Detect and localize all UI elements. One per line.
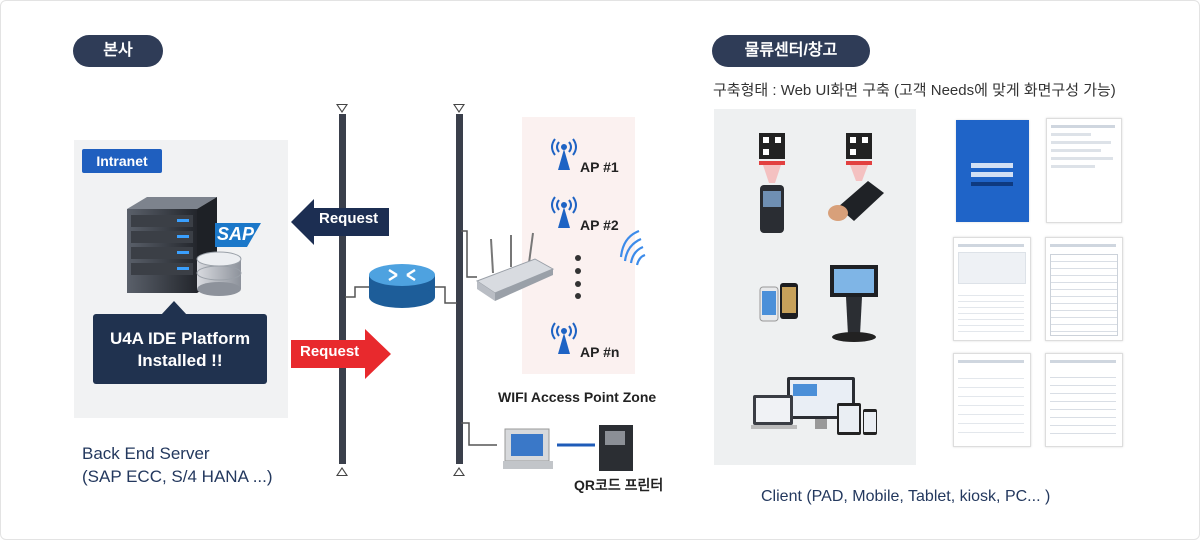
form-screen-mockup xyxy=(1046,118,1122,223)
network-line-2 xyxy=(456,114,463,464)
pc-tablet-devices-icon xyxy=(751,377,877,435)
request-in-arrow xyxy=(291,199,389,245)
server-caption: Back End Server (SAP ECC, S/4 HANA ...) xyxy=(82,442,273,488)
more-aps-dots-icon xyxy=(575,255,581,299)
logistics-badge: 물류센터/창고 xyxy=(712,35,870,67)
table-screen-mockup-2 xyxy=(1045,353,1123,447)
intranet-badge: Intranet xyxy=(82,149,162,173)
mobile-phones-icon xyxy=(759,283,798,322)
ap-n-icon xyxy=(551,322,577,354)
platform-line-2: Installed !! xyxy=(137,351,223,370)
request-out-label: Request xyxy=(300,343,360,360)
wifi-signal-icon xyxy=(619,229,646,266)
list-screen-mockup-2 xyxy=(953,353,1031,447)
request-out-arrow xyxy=(291,329,391,379)
line-1-bottom-marker xyxy=(336,467,348,476)
ap-2-icon xyxy=(551,196,577,228)
list-screen-mockup-1 xyxy=(953,237,1031,341)
server-icon xyxy=(127,197,261,296)
router-icon xyxy=(345,264,457,308)
server-caption-line-2: (SAP ECC, S/4 HANA ...) xyxy=(82,467,273,486)
qr-printer-label: QR코드 프린터 xyxy=(574,477,664,493)
pc-printer-icon xyxy=(461,422,633,471)
client-caption: Client (PAD, Mobile, Tablet, kiosk, PC..… xyxy=(761,488,1051,505)
hq-badge: 본사 xyxy=(73,35,163,67)
line-2-bottom-marker xyxy=(453,467,465,476)
ap-1-label: AP #1 xyxy=(580,159,619,175)
ap-2-label: AP #2 xyxy=(580,217,619,233)
platform-line-1: U4A IDE Platform xyxy=(109,329,251,348)
handheld-scanner-icon xyxy=(759,133,785,233)
table-screen-mockup-1 xyxy=(1045,237,1123,341)
login-screen-mockup xyxy=(956,120,1029,222)
ap-n-label: AP #n xyxy=(580,344,620,360)
platform-callout: U4A IDE Platform Installed !! xyxy=(93,301,267,384)
ap-1-icon xyxy=(551,138,577,170)
sap-logo: SAP xyxy=(217,224,255,244)
wifi-zone-label: WIFI Access Point Zone xyxy=(498,389,657,405)
network-line-1 xyxy=(339,114,346,464)
server-caption-line-1: Back End Server xyxy=(82,444,210,463)
request-in-label: Request xyxy=(319,210,379,227)
smartphone-scanner-icon xyxy=(828,133,884,221)
kiosk-icon xyxy=(830,265,878,342)
ap-zone-panel xyxy=(522,117,635,374)
line-2-top-marker xyxy=(453,104,465,113)
access-point-device-icon xyxy=(461,230,555,301)
line-1-top-marker xyxy=(336,104,348,113)
config-description: 구축형태 : Web UI화면 구축 (고객 Needs에 맞게 화면구성 가능… xyxy=(713,82,1116,99)
